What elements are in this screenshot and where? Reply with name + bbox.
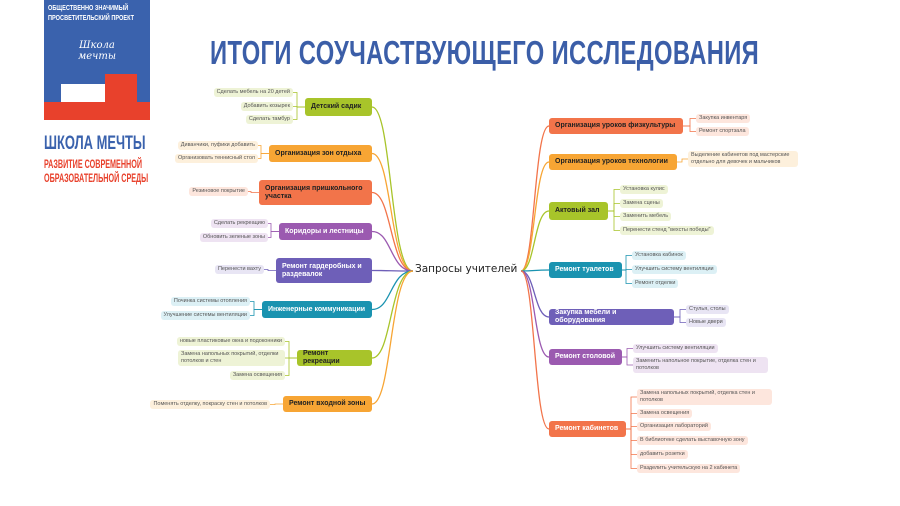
leaf-item: Обновить зеленые зоны [199, 233, 268, 242]
leaf-item: Замена освещения [637, 409, 693, 418]
leaf-item: Организовать теннисный стол [175, 154, 258, 163]
mindmap-root: Запросы учителей [415, 263, 518, 275]
leaf-item: Перенести стенд "вехсты победы" [620, 226, 714, 235]
leaf-item: Сделать мебель на 20 детей [213, 88, 293, 97]
leaf-item: Починка системы отопления [170, 297, 250, 306]
brand-name: ШКОЛА МЕЧТЫ [44, 133, 146, 154]
leaf-item: Улучшение системы вентиляции [160, 311, 250, 320]
leaf-item: новые пластиковые окна и подоконники [176, 337, 285, 346]
leaf-item: Заменить мебель [620, 212, 672, 221]
leaf-item: Замена напольных покрытий, отделки потол… [178, 350, 285, 366]
leaf-item: Перенести вахту [214, 265, 264, 274]
branch-node[interactable]: Организация уроков технологии [549, 154, 677, 170]
page-title: ИТОГИ СОУЧАСТВУЮЩЕГО ИССЛЕДОВАНИЯ [210, 34, 760, 71]
leaf-item: Сделать тамбур [245, 115, 293, 124]
logo: ОБЩЕСТВЕННО ЗНАЧИМЫЙ ПРОСВЕТИТЕЛЬСКИЙ ПР… [44, 0, 150, 120]
branch-node[interactable]: Организация зон отдыха [269, 145, 372, 162]
branch-node[interactable]: Закупка мебели и оборудования [549, 309, 674, 325]
leaf-item: Добавить козырек [240, 102, 293, 111]
branch-node[interactable]: Ремонт входной зоны [283, 396, 372, 412]
branch-node[interactable]: Ремонт гардеробных и раздевалок [276, 258, 372, 283]
leaf-item: Установка кулис [620, 185, 668, 194]
leaf-item: Ремонт спортзала [696, 127, 749, 136]
leaf-item: Замена сцены [620, 199, 663, 208]
leaf-item: Улучшить систему вентиляции [632, 265, 717, 274]
leaf-item: добавить розетки [637, 450, 688, 459]
branch-node[interactable]: Актовый зал [549, 202, 608, 220]
leaf-item: Заменить напольное покрытие, отделка сте… [633, 357, 768, 373]
branch-node[interactable]: Ремонт туалетов [549, 262, 622, 278]
logo-top-line: ОБЩЕСТВЕННО ЗНАЧИМЫЙ [48, 5, 129, 12]
leaf-item: Разделить учительскую на 2 кабинета [637, 464, 741, 473]
building-icon [61, 84, 105, 102]
leaf-item: Организация лабораторий [637, 422, 711, 431]
leaf-item: Стулья, столы [686, 305, 729, 314]
leaf-item: Поменять отделку, покраску стен и потолк… [150, 400, 270, 409]
logo-red-band [44, 102, 150, 120]
building-icon [105, 74, 137, 102]
leaf-item: Замена напольных покрытий, отделка стен … [637, 389, 772, 405]
leaf-item: Резиновое покрытие [189, 187, 248, 196]
leaf-item: Новые двери [686, 318, 726, 327]
branch-node[interactable]: Коридоры и лестницы [279, 223, 372, 240]
brand-subtitle: ОБРАЗОВАТЕЛЬНОЙ СРЕДЫ [44, 171, 149, 185]
leaf-item: Ремонт отделки [632, 279, 679, 288]
branch-node[interactable]: Инженерные коммуникации [262, 301, 372, 318]
leaf-item: Установка кабинок [632, 251, 686, 260]
branch-node[interactable]: Детский садик [305, 98, 372, 116]
brand-subtitle: РАЗВИТИЕ СОВРЕМЕННОЙ [44, 157, 143, 171]
leaf-item: Выделение кабинетов под мастерские отдел… [688, 151, 798, 167]
logo-script-line: Школа [79, 40, 115, 51]
branch-node[interactable]: Организация пришкольного участка [259, 180, 372, 205]
logo-script-line: мечты [77, 51, 117, 62]
leaf-item: Сделать рекреацию [210, 219, 268, 228]
leaf-item: Улучшить систему вентиляции [633, 344, 718, 353]
leaf-item: Диванчики, пуфики добавить [177, 141, 258, 150]
leaf-item: Замена освещения [229, 371, 285, 380]
logo-top-line: ПРОСВЕТИТЕЛЬСКИЙ ПРОЕКТ [48, 15, 135, 22]
branch-node[interactable]: Ремонт кабинетов [549, 421, 626, 437]
branch-node[interactable]: Ремонт столовой [549, 349, 622, 365]
branch-node[interactable]: Ремонт рекреации [297, 350, 372, 366]
leaf-item: В библиотеке сделать выставочную зону [637, 436, 748, 445]
branch-node[interactable]: Организация уроков физкультуры [549, 118, 683, 134]
leaf-item: Закупка инвентаря [696, 114, 751, 123]
